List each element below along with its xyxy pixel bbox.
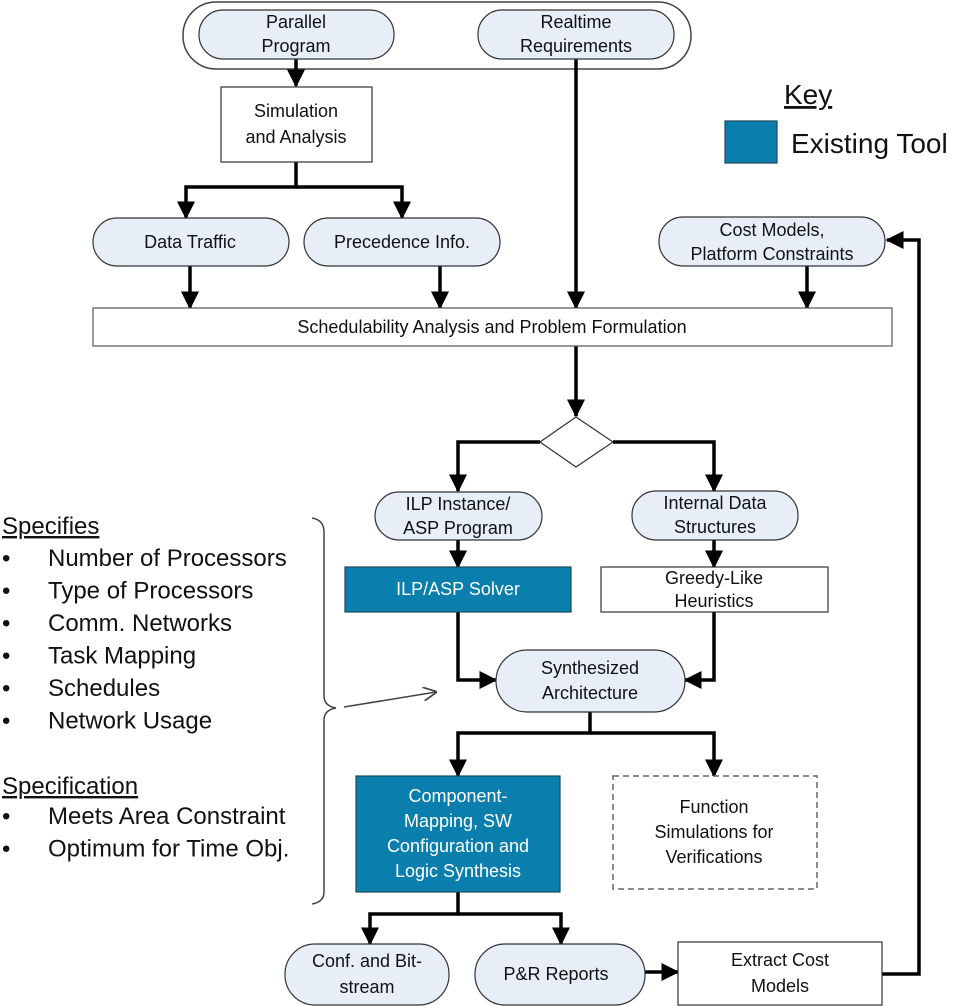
- node-label: Mapping, SW: [404, 811, 512, 831]
- node-ilp-instance: ILP Instance/ ASP Program: [374, 491, 543, 541]
- node-label: Platform Constraints: [690, 244, 853, 264]
- brace-pointer-arrow: [343, 692, 436, 708]
- edge-decision-to-ilp: [449, 440, 540, 493]
- node-cost-models: Cost Models, Platform Constraints: [658, 216, 886, 267]
- specifies-bullet: •: [2, 675, 10, 702]
- node-internal-data: Internal Data Structures: [631, 490, 799, 541]
- edge-synthesis-split-right: [458, 912, 570, 946]
- edge-solver-to-synthesized: [456, 612, 498, 689]
- node-label: Internal Data: [663, 493, 767, 513]
- node-parallel-program: Parallel Program: [198, 9, 395, 60]
- node-label: Program: [261, 36, 330, 56]
- edge-synthesized-split-left: [449, 712, 592, 778]
- specifies-item: Task Mapping: [48, 643, 196, 670]
- node-synthesized: Synthesized Architecture: [495, 649, 686, 713]
- specifies-item: Network Usage: [48, 708, 212, 735]
- curly-brace: [311, 517, 337, 905]
- node-label: Parallel: [266, 12, 326, 32]
- specifies-bullet: •: [2, 708, 10, 735]
- node-label: Structures: [674, 517, 756, 537]
- specifies-bullet: •: [2, 643, 10, 670]
- node-label: Simulation: [254, 101, 338, 121]
- node-label: Extract Cost: [731, 950, 829, 970]
- node-precedence-info: Precedence Info.: [303, 217, 501, 267]
- node-ilp-solver: ILP/ASP Solver: [344, 566, 572, 613]
- edge-decision-to-internal: [613, 440, 723, 493]
- edge-extract-feedback-to-costmodels: [882, 231, 921, 976]
- connectors: [177, 58, 921, 981]
- specifies-bullet: •: [2, 545, 10, 572]
- edge-simulation-to-precedence: [296, 185, 411, 220]
- specification-bullet: •: [2, 836, 10, 863]
- node-label: P&R Reports: [503, 964, 608, 984]
- node-label: Heuristics: [674, 591, 753, 611]
- node-label: ASP Program: [403, 518, 513, 538]
- key-title: Key: [784, 79, 832, 110]
- node-label: Conf. and Bit-: [312, 951, 422, 971]
- node-simulation-analysis: Simulation and Analysis: [220, 86, 373, 163]
- node-label: Architecture: [542, 683, 638, 703]
- node-label: ILP Instance/: [406, 494, 511, 514]
- specification-bullet: •: [2, 803, 10, 830]
- node-data-traffic: Data Traffic: [92, 217, 290, 267]
- node-label: Precedence Info.: [334, 232, 470, 252]
- node-label: Models: [751, 976, 809, 996]
- node-label: Logic Synthesis: [395, 861, 521, 881]
- node-label: ILP/ASP Solver: [396, 579, 520, 599]
- node-label: Configuration and: [387, 836, 529, 856]
- node-label: Data Traffic: [144, 232, 236, 252]
- node-label: Realtime: [540, 12, 611, 32]
- specifies-bullet: •: [2, 578, 10, 605]
- side-notes: Specifies • Number of Processors • Type of …: [2, 513, 289, 863]
- node-label: Verifications: [665, 847, 762, 867]
- decision-diamond: [538, 416, 615, 468]
- specification-title: Specification: [2, 773, 138, 800]
- specifies-item: Comm. Networks: [48, 610, 232, 637]
- node-function-sim: Function Simulations for Verifications: [612, 775, 818, 890]
- node-label: and Analysis: [245, 127, 346, 147]
- node-schedulability: Schedulability Analysis and Problem Form…: [92, 307, 893, 347]
- specification-list: • Meets Area Constraint • Optimum for Time …: [2, 803, 289, 863]
- node-label: Requirements: [520, 36, 632, 56]
- edge-greedy-to-synthesized: [683, 612, 716, 689]
- specifies-list: • Number of Processors • Type of Processors…: [2, 545, 287, 735]
- node-label: Greedy-Like: [665, 568, 763, 588]
- key-label-existing-tool: Existing Tool: [791, 128, 948, 159]
- node-label: Simulations for: [654, 822, 773, 842]
- specifies-title: Specifies: [2, 513, 99, 540]
- key-swatch-existing-tool: [724, 120, 778, 164]
- inputs-group: [182, 1, 692, 70]
- node-realtime-requirements: Realtime Requirements: [477, 9, 675, 60]
- node-pr-reports: P&R Reports: [474, 943, 646, 1006]
- node-conf-bitstream: Conf. and Bit- stream: [284, 943, 450, 1006]
- node-component-mapping: Component- Mapping, SW Configuration and…: [355, 775, 561, 893]
- edge-simulation-split: [177, 162, 298, 220]
- node-extract-cost: Extract Cost Models: [677, 941, 883, 1006]
- key-legend: Key Existing Tool: [724, 79, 948, 164]
- specifies-item: Number of Processors: [48, 545, 287, 572]
- node-label: Cost Models,: [719, 220, 824, 240]
- specification-item: Meets Area Constraint: [48, 803, 286, 830]
- edge-synthesized-split-right: [590, 731, 723, 778]
- specifies-item: Type of Processors: [48, 578, 253, 605]
- node-label: Synthesized: [541, 658, 639, 678]
- specifies-item: Schedules: [48, 675, 160, 702]
- edge-synthesis-split-left: [361, 892, 460, 946]
- node-label: Schedulability Analysis and Problem Form…: [297, 317, 686, 337]
- node-label: Function: [679, 797, 748, 817]
- node-label: stream: [339, 977, 394, 997]
- node-label: Component-: [408, 786, 507, 806]
- node-greedy: Greedy-Like Heuristics: [600, 566, 829, 613]
- specification-item: Optimum for Time Obj.: [48, 836, 289, 863]
- specifies-bullet: •: [2, 610, 10, 637]
